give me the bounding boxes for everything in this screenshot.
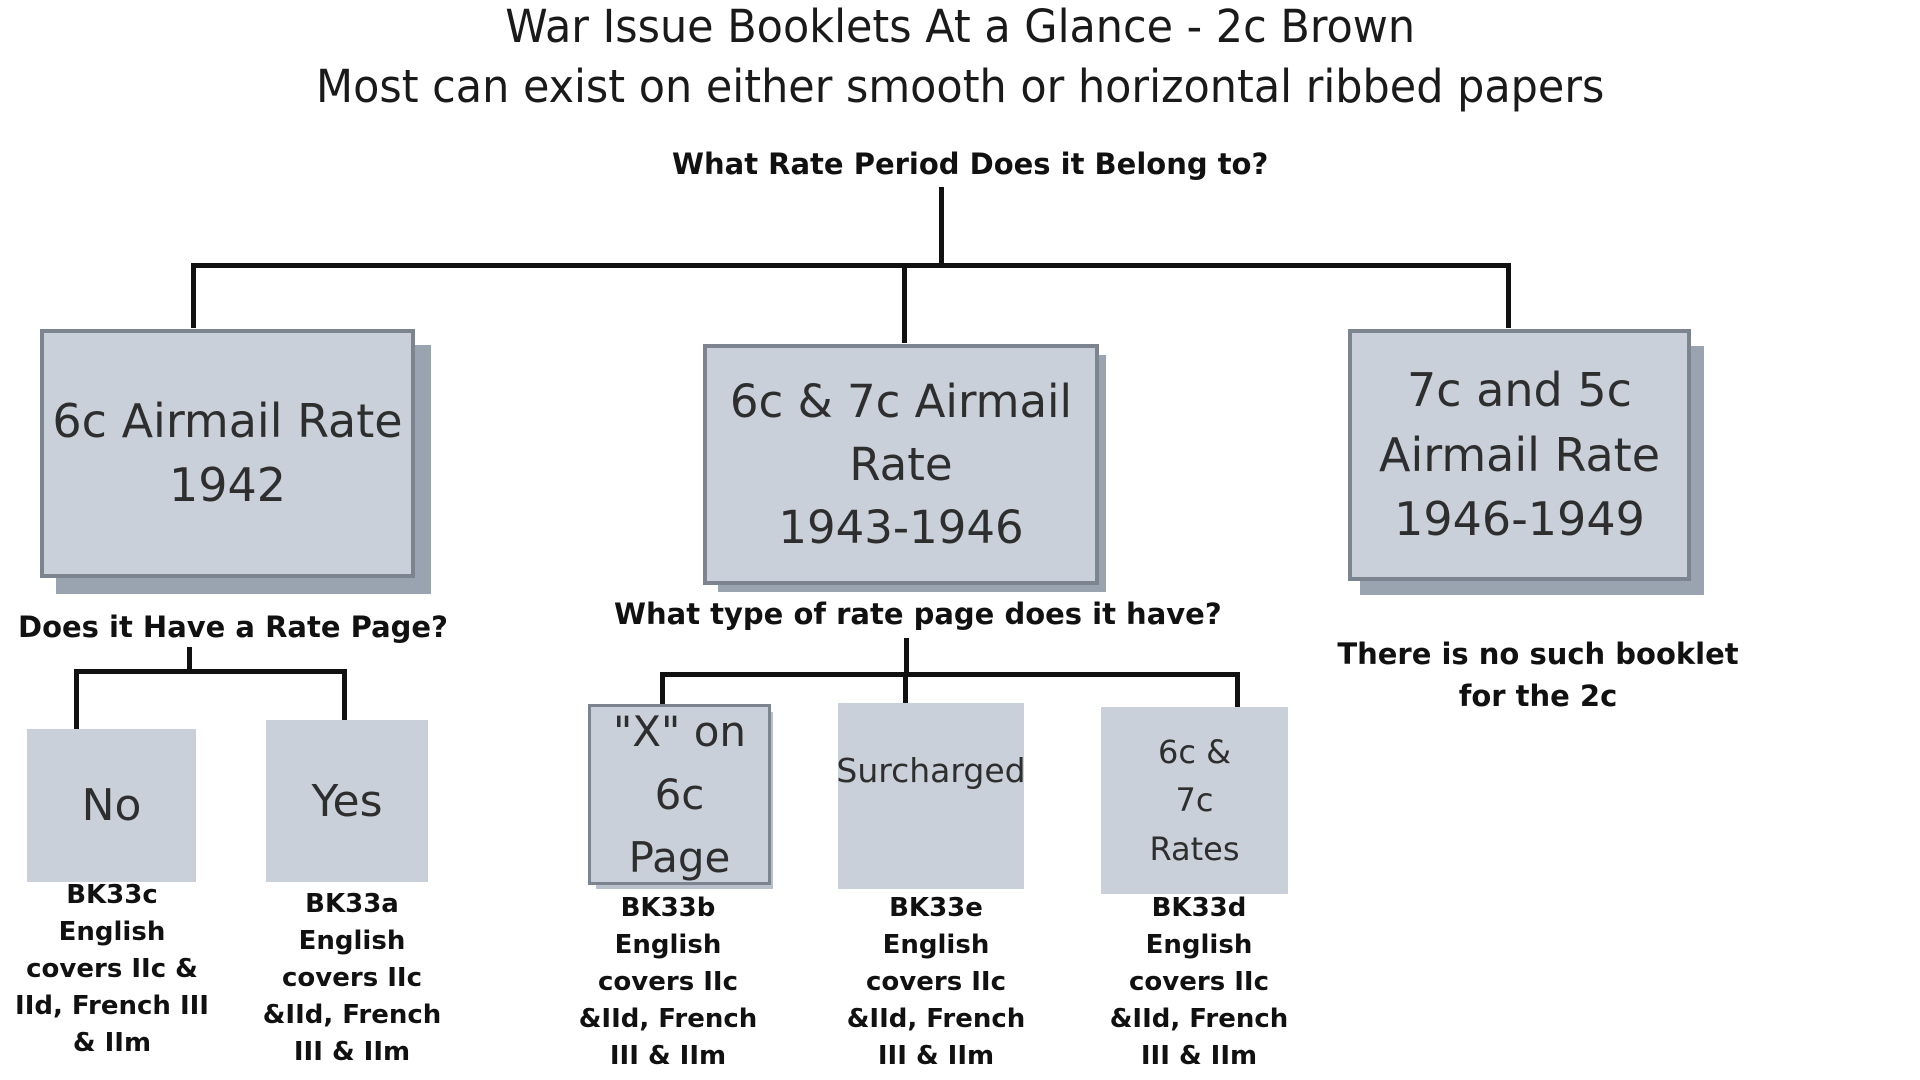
root-question: What Rate Period Does it Belong to?	[672, 147, 1269, 181]
branch-drop-right	[1506, 263, 1511, 328]
branch-drop-surcharged	[903, 672, 908, 708]
answer-box-x-on-6c: "X" on 6c Page	[588, 704, 771, 885]
left-stem-line	[187, 647, 192, 669]
answer-box-no: No	[27, 729, 196, 882]
rate-page-question: Does it Have a Rate Page?	[18, 610, 448, 644]
answer-caption-6c-7c-rates: BK33d English covers IIc &IId, French II…	[1109, 893, 1289, 1071]
left-branch-line	[74, 669, 347, 674]
answer-box-6c-7c-rates: 6c & 7c Rates	[1101, 707, 1288, 894]
answer-caption-x-on-6c: BK33b English covers IIc &IId, French II…	[578, 893, 758, 1071]
no-booklet-note: There is no such booklet for the 2c	[1337, 637, 1739, 713]
top-branch-line	[191, 263, 1511, 268]
answer-caption-yes: BK33a English covers IIc &IId, French II…	[262, 889, 442, 1067]
branch-drop-6c-7c-rates	[1235, 672, 1240, 710]
root-stem-line	[939, 187, 944, 265]
middle-stem-line	[904, 638, 909, 674]
branch-drop-no	[74, 669, 79, 729]
rate-box-1942: 6c Airmail Rate 1942	[40, 329, 415, 578]
branch-drop-middle	[902, 263, 907, 343]
middle-branch-line	[660, 672, 1240, 677]
branch-drop-left	[191, 263, 196, 328]
branch-drop-x-on-6c	[660, 672, 665, 704]
answer-caption-surcharged: BK33e English covers IIc &IId, French II…	[846, 893, 1026, 1071]
answer-caption-no: BK33c English covers IIc & IId, French I…	[15, 880, 209, 1058]
branch-drop-yes	[342, 669, 347, 721]
diagram-subtitle: Most can exist on either smooth or horiz…	[316, 60, 1605, 113]
rate-box-1946-1949: 7c and 5c Airmail Rate 1946-1949	[1348, 329, 1691, 581]
answer-box-yes: Yes	[266, 720, 428, 882]
rate-page-type-question: What type of rate page does it have?	[614, 597, 1222, 631]
answer-box-surcharged: Surcharged	[836, 703, 1026, 889]
rate-box-1943-1946: 6c & 7c Airmail Rate 1943-1946	[703, 344, 1099, 585]
diagram-title: War Issue Booklets At a Glance - 2c Brow…	[505, 0, 1416, 53]
